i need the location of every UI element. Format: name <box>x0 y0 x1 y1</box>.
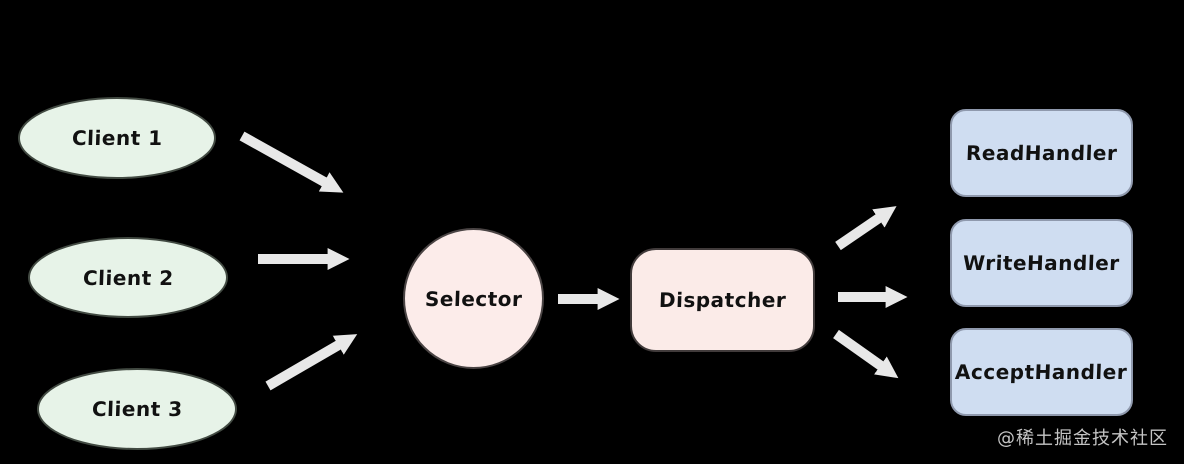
node-client-2-label: Client 2 <box>82 265 174 290</box>
node-selector-label: Selector <box>424 286 523 311</box>
node-accept-handler: AcceptHandler <box>950 328 1133 416</box>
node-client-3-label: Client 3 <box>91 397 183 421</box>
node-client-2: Client 2 <box>28 237 228 318</box>
node-write-handler-label: WriteHandler <box>962 251 1121 275</box>
node-dispatcher: Dispatcher <box>630 248 815 352</box>
node-selector: Selector <box>403 228 544 369</box>
node-write-handler: WriteHandler <box>950 219 1133 307</box>
node-client-1-label: Client 1 <box>71 126 163 150</box>
arrow-client1-to-selector <box>239 131 344 193</box>
node-read-handler-label: ReadHandler <box>965 141 1118 165</box>
arrow-client3-to-selector <box>265 334 358 391</box>
watermark: @稀土掘金技术社区 <box>997 428 1168 449</box>
arrow-dispatcher-to-readhandler <box>835 206 897 251</box>
arrow-dispatcher-to-accepthandler <box>833 329 899 379</box>
node-dispatcher-label: Dispatcher <box>658 288 787 312</box>
node-read-handler: ReadHandler <box>950 109 1133 197</box>
node-client-3: Client 3 <box>37 368 237 450</box>
node-accept-handler-label: AcceptHandler <box>954 360 1129 384</box>
node-client-1: Client 1 <box>18 97 216 179</box>
